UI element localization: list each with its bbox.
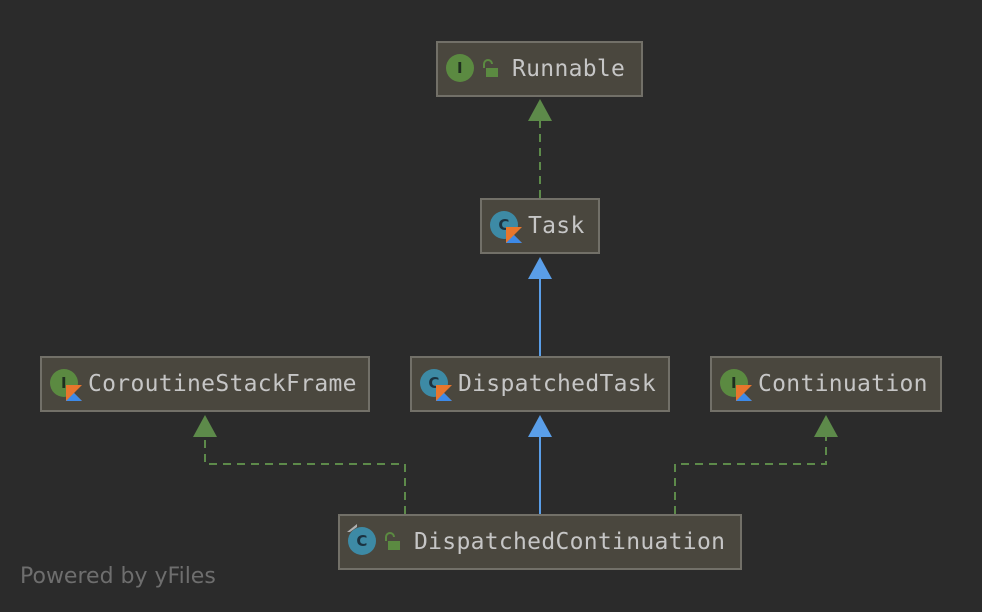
node-label: Runnable (512, 56, 626, 82)
unlocked-padlock-icon (483, 59, 498, 77)
kotlin-abstract-class-icon: C (490, 211, 522, 243)
edge-dispatchedtask-extends-task (528, 257, 552, 356)
unlocked-padlock-icon (385, 532, 400, 550)
arrowhead-icon (528, 257, 552, 279)
arrowhead-icon (193, 415, 217, 437)
kotlin-interface-icon: I (720, 369, 752, 401)
kotlin-interface-icon: I (50, 369, 82, 401)
node-dispatched-task[interactable]: C DispatchedTask (410, 356, 670, 412)
node-label: CoroutineStackFrame (88, 371, 357, 397)
edge-task-implements-runnable (528, 99, 552, 198)
node-label: Task (528, 213, 585, 239)
edge-dispatchedcontinuation-implements-coroutinestackframe (193, 415, 406, 514)
node-task[interactable]: C Task (480, 198, 600, 254)
kotlin-abstract-class-icon: C (420, 369, 452, 401)
edge-dispatchedcontinuation-implements-continuation (674, 415, 838, 514)
node-label: DispatchedTask (458, 371, 657, 397)
arrowhead-icon (528, 415, 552, 437)
node-coroutine-stack-frame[interactable]: I CoroutineStackFrame (40, 356, 370, 412)
interface-icon: I (446, 54, 476, 84)
node-label: Continuation (758, 371, 928, 397)
final-class-icon: C (347, 524, 378, 557)
node-label: DispatchedContinuation (414, 529, 726, 555)
edge-dispatchedcontinuation-extends-dispatchedtask (528, 415, 552, 514)
powered-by-footer: Powered by yFiles (20, 564, 216, 589)
node-runnable[interactable]: I Runnable (436, 41, 643, 97)
arrowhead-icon (528, 99, 552, 121)
node-continuation[interactable]: I Continuation (710, 356, 942, 412)
node-dispatched-continuation[interactable]: C DispatchedContinuation (338, 514, 742, 570)
arrowhead-icon (814, 415, 838, 437)
